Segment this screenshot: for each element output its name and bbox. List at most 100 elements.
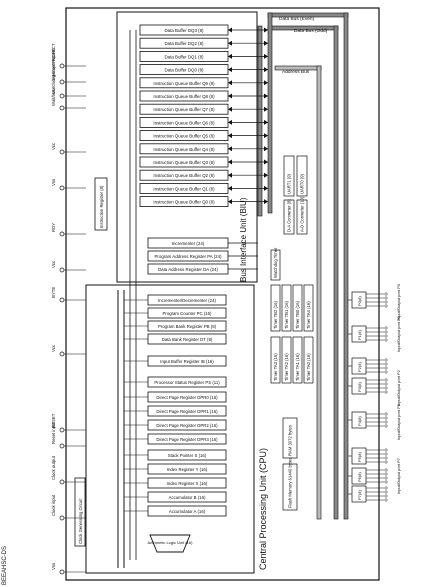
address-bus-label: Address Bus — [282, 69, 310, 75]
port-pin — [384, 386, 388, 390]
port-label: P7(8) — [357, 490, 362, 500]
instruction-register-label: Instruction Register (8) — [99, 185, 104, 228]
alu-label: Arithmetic Logic Unit (16) — [148, 540, 194, 545]
port-pin — [384, 468, 388, 472]
port-pin — [384, 472, 388, 476]
port-pin — [384, 498, 388, 502]
port-pin — [384, 292, 388, 296]
bus-arrowhead — [228, 40, 268, 46]
buffer-register-label: Instruction Queue Buffer Q9 (8) — [153, 81, 215, 86]
uart — [283, 155, 295, 197]
cpu-register-label: Direct Page Register DPR1 (16) — [156, 409, 218, 414]
cpu-register-label: Accumulator A (16) — [169, 509, 206, 514]
port-pin — [384, 296, 388, 300]
port-pin — [384, 330, 388, 334]
io-ports: P0(8)P1(8)P2(8)P3(8)P4(8)P5(8)P6(8)P7(8)… — [348, 283, 401, 503]
port-pin — [384, 334, 388, 338]
pin — [59, 105, 65, 111]
alu — [149, 534, 191, 553]
port-pin — [384, 452, 388, 456]
buffer-register-label: Instruction Queue Buffer Q0 (8) — [153, 200, 215, 205]
port-pin — [384, 460, 388, 464]
buffer-register-label: Instruction Queue Buffer Q8 (8) — [153, 94, 215, 99]
bus-arrowhead — [228, 80, 268, 86]
bus-arrowhead — [228, 119, 268, 125]
timer — [281, 336, 292, 384]
cpu-register-label: Accumulator B (16) — [169, 495, 206, 500]
port-pin — [384, 420, 388, 424]
uart — [296, 155, 308, 197]
buffer-register-label: Instruction Queue Buffer Q6 (8) — [153, 120, 215, 125]
port-pin — [384, 370, 388, 374]
pin-label: Interrupt request — [51, 48, 56, 80]
port-caption: Input/Output port P7 — [396, 457, 401, 494]
address-register-label: Data Address Register DA (24) — [158, 267, 219, 272]
port-pin — [384, 416, 388, 420]
port-pin — [384, 486, 388, 490]
pin-label: Vcc — [51, 344, 56, 352]
flash-memory — [282, 463, 298, 511]
timer-label: Timer TA0 (16) — [306, 353, 311, 381]
pin — [59, 479, 65, 485]
port-pin — [384, 304, 388, 308]
pin-label: RESET — [51, 413, 56, 428]
buffer-register-label: Instruction Queue Buffer Q3 (8) — [153, 160, 215, 165]
port-label: P4(8) — [357, 416, 362, 426]
buffer-register-label: Data Buffer DQ1 (8) — [165, 54, 205, 59]
buffer-register-label: Instruction Queue Buffer Q2 (8) — [153, 173, 215, 178]
cpu-register-label: Input Buffer Register IB (16) — [160, 359, 214, 364]
port-pin — [384, 480, 388, 484]
cpu-register-label: Program Counter PC (16) — [163, 311, 213, 316]
timer-label: Timer TA2 (16) — [284, 353, 289, 381]
peripherals: UART1 (9)UART0 (9)D-A Converter (8)A-D C… — [270, 155, 314, 511]
ram-label: RAM 3072 bytes — [288, 425, 293, 456]
cpu-register-label: Incrementer/Decrementer (24) — [158, 298, 216, 303]
port-pin — [384, 490, 388, 494]
cpu-block — [85, 284, 255, 574]
port-pin — [384, 378, 388, 382]
timer-label: Timer TB2 (16) — [273, 300, 278, 329]
watchdog-timer-label: Watchdog Timer — [273, 247, 278, 278]
pin — [59, 515, 65, 521]
buffer-register-label: Instruction Queue Buffer Q5 (8) — [153, 134, 215, 139]
cpu-register-label: Data Bank Register DT (8) — [162, 337, 213, 342]
converter — [296, 199, 308, 235]
uart-label: UART0 (9) — [300, 173, 305, 194]
pin-label: Vss — [51, 179, 56, 186]
data-bus-odd-label: Data Bus (Odd) — [294, 28, 328, 34]
pin — [59, 267, 65, 273]
pin-label: RDY — [51, 223, 56, 232]
pin-label: Clock output — [51, 455, 56, 480]
biu-block — [116, 11, 258, 283]
bus-arrowhead — [228, 159, 268, 165]
buffer-register-label: Instruction Queue Buffer Q7 (8) — [153, 107, 215, 112]
uart-label: UART1 (9) — [287, 173, 292, 194]
buffer-register-label: Data Buffer DQ2 (8) — [165, 41, 205, 46]
main-buses — [257, 12, 349, 520]
pin-label: Clock input — [51, 494, 56, 516]
bus-arrowhead — [228, 199, 268, 205]
cpu-register-label: Stack Pointer S (16) — [168, 453, 207, 458]
cpu-register-label: Index Register X (16) — [167, 481, 208, 486]
port-label: P2(8) — [357, 362, 362, 372]
ram — [282, 417, 298, 459]
biu-buffers: Data Buffer DQ3 (8)Data Buffer DQ2 (8)Da… — [139, 24, 229, 208]
timer — [292, 336, 303, 384]
bus-arrowhead — [228, 93, 268, 99]
watermark: BEEAHSC-DS — [2, 546, 8, 585]
cpu-register-label: Direct Page Register DPR2 (16) — [156, 423, 218, 428]
pin-label: Reset input — [51, 421, 56, 444]
bus-arrowhead — [228, 146, 268, 152]
buffer-register-label: Instruction Queue Buffer Q4 (8) — [153, 147, 215, 152]
converter — [283, 199, 295, 235]
timer-label: Timer TA4 (16) — [306, 301, 311, 329]
clock-circuit-label: Clock Generating Circuit — [78, 498, 83, 544]
pin-label: Vss — [51, 563, 56, 570]
bus-arrowhead — [228, 133, 268, 139]
cpu-title: Central Processing Unit (CPU) — [258, 448, 268, 570]
port-label: P0(8) — [357, 296, 362, 306]
converter-label: A-D Converter (10) — [300, 196, 305, 232]
timer-label: Timer TA3 (16) — [273, 353, 278, 381]
